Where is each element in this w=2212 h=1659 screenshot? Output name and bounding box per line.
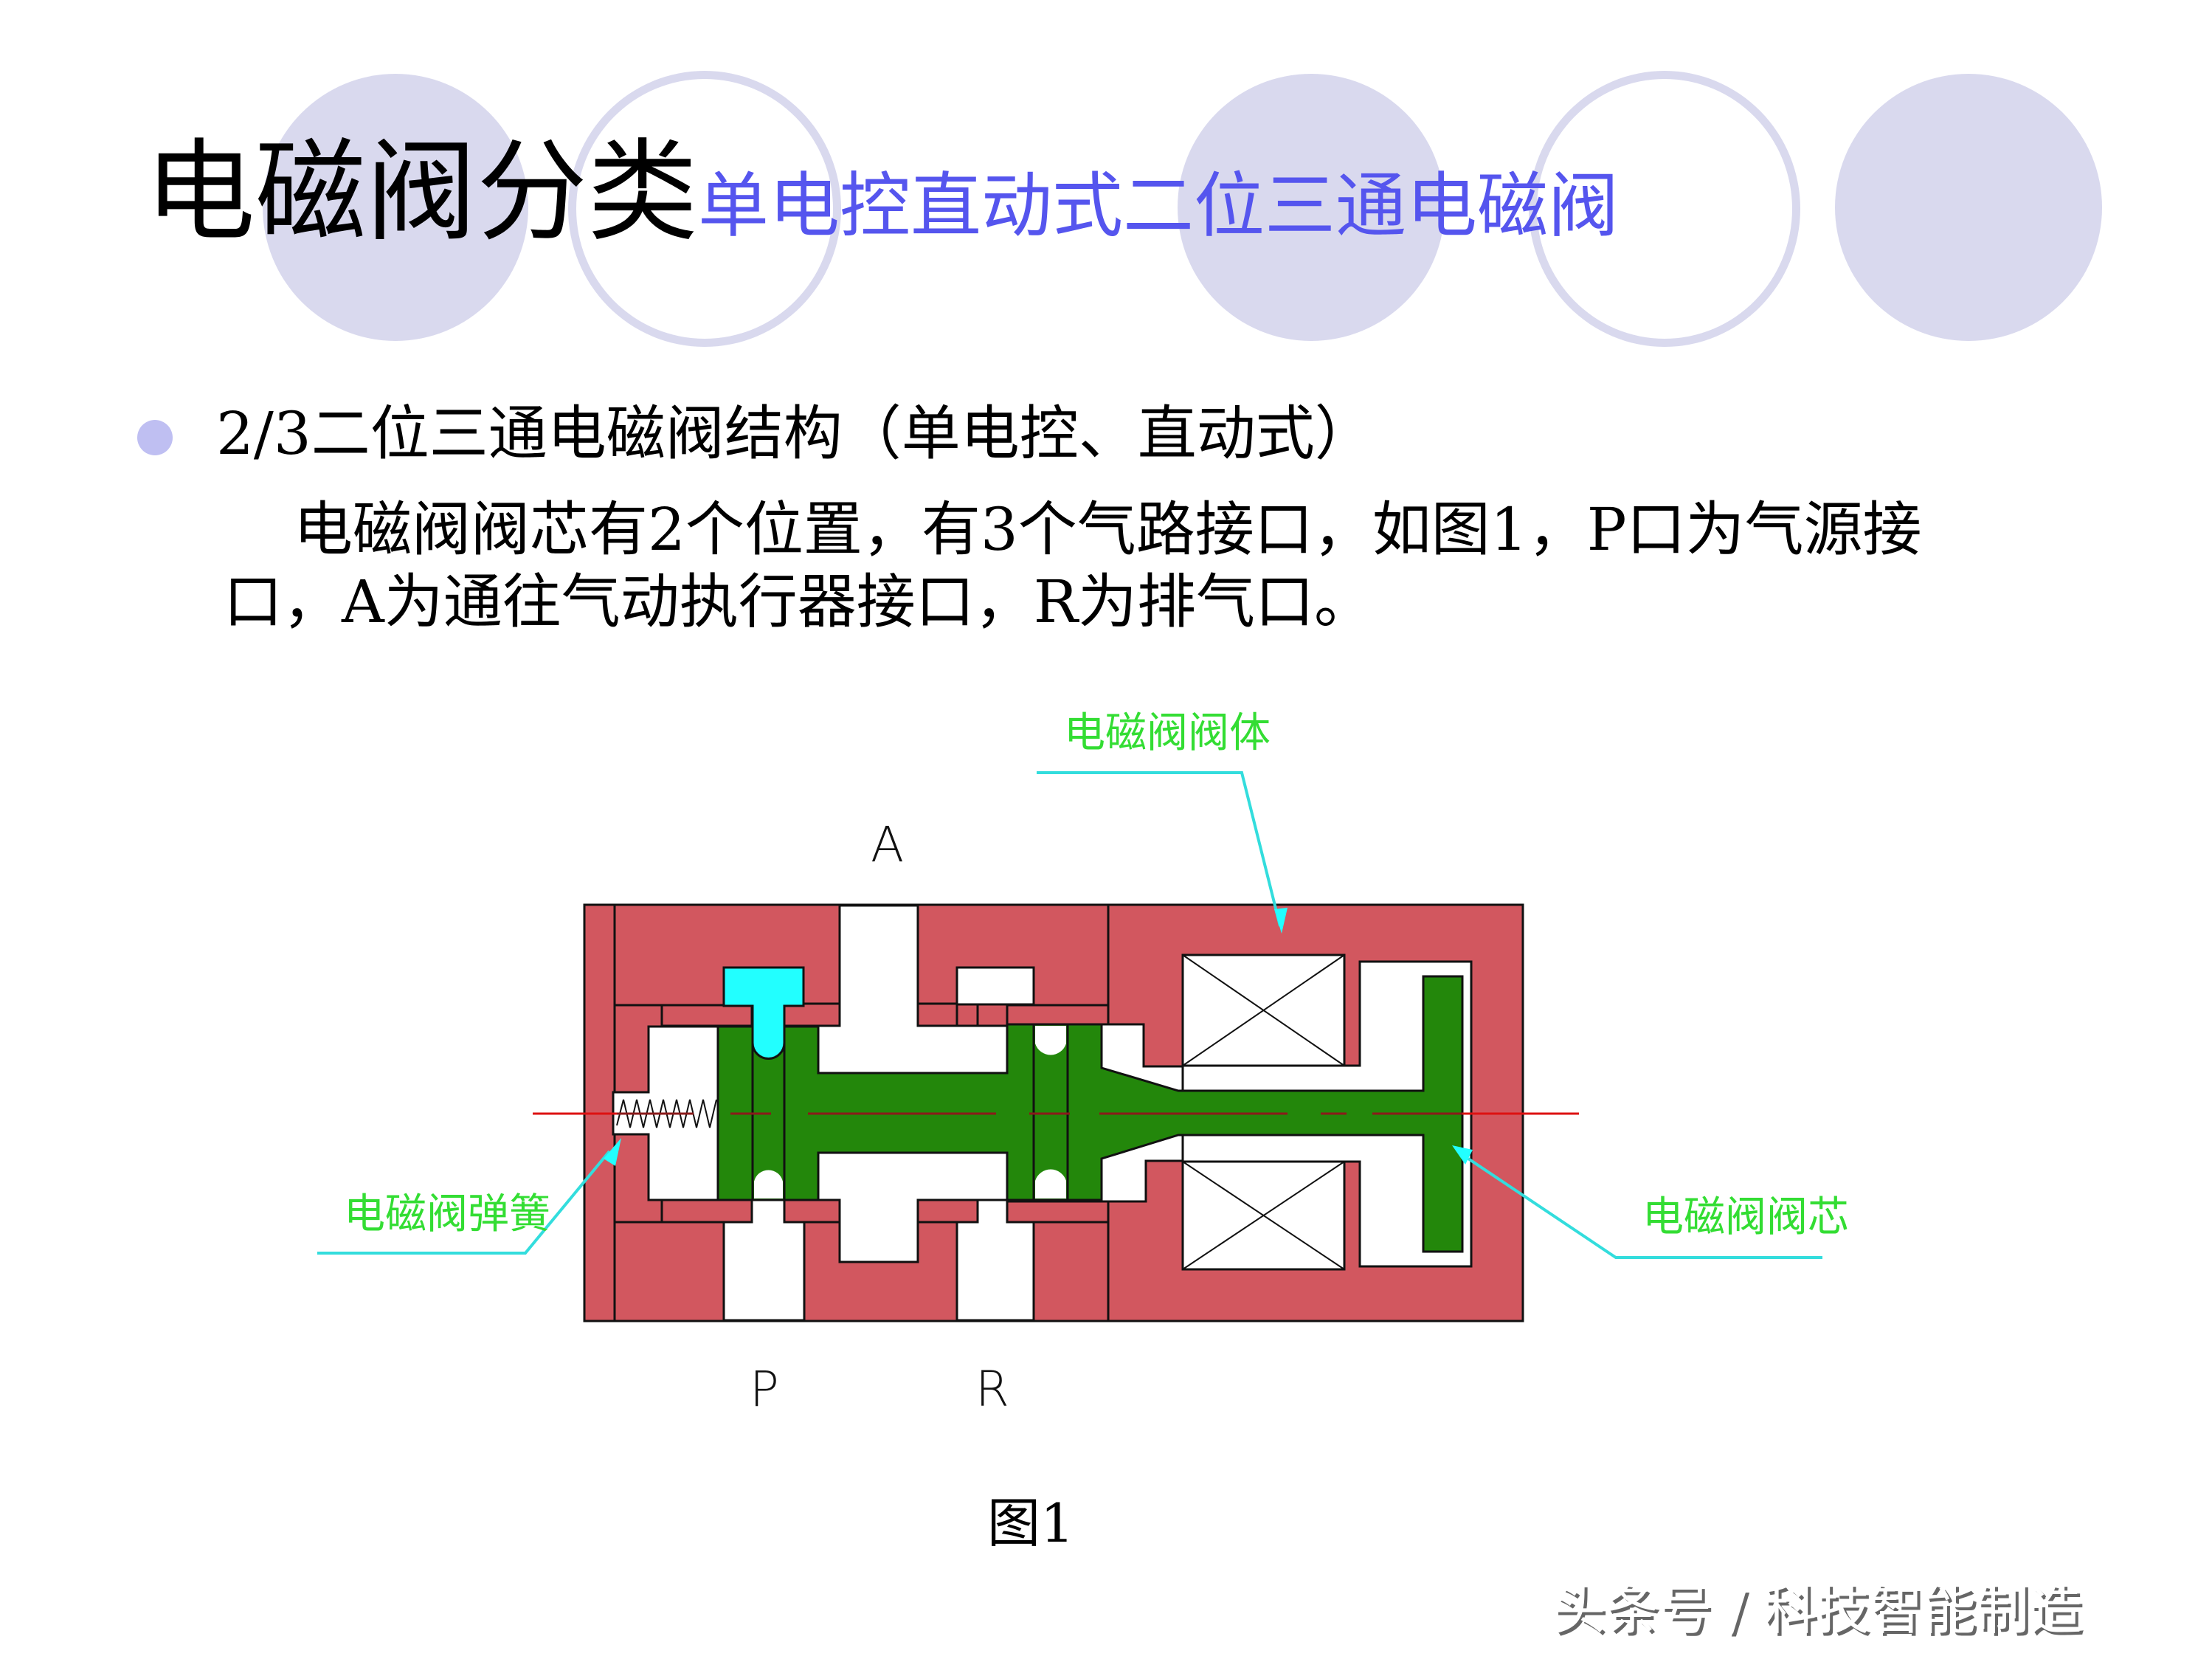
callout-valve-body: 电磁阀阀体 — [1064, 709, 1271, 757]
bullet-dot-icon — [137, 420, 173, 455]
bullet-heading: 2/3二位三通电磁阀结构（单电控、直动式） — [216, 399, 1374, 468]
leader-core — [1467, 1157, 1822, 1259]
slide-title: 电磁阀分类单电控直动式二位三通电磁阀 — [145, 137, 1619, 248]
arrow-body-icon — [1274, 908, 1288, 934]
decor-circle-filled-3 — [1178, 74, 1445, 341]
figure-caption: 图1 — [987, 1492, 1074, 1554]
decor-circle-filled-5 — [1835, 74, 2102, 341]
callout-core: 电磁阀阀芯 — [1642, 1193, 1849, 1241]
leader-body — [1037, 771, 1282, 927]
coil-upper-icon — [1181, 953, 1346, 1067]
body-text-line-2: 口，A为通往气动执行器接口，R为排气口。 — [224, 568, 1374, 636]
body-text-line-1: 电磁阀阀芯有2个位置，有3个气路接口，如图1，P口为气源接 — [294, 495, 1922, 564]
spool — [716, 975, 1464, 1253]
decor-circle-ring-4 — [1529, 71, 1800, 347]
title-main: 电磁阀分类 — [145, 128, 699, 257]
callout-spring: 电磁阀弹簧 — [344, 1190, 550, 1238]
seal-plug — [722, 966, 805, 1060]
arrow-spring-icon — [604, 1138, 621, 1166]
coil-lower-icon — [1181, 1160, 1346, 1271]
title-subtitle: 单电控直动式二位三通电磁阀 — [698, 165, 1620, 247]
watermark: 头条号 / 科技智能制造 — [1552, 1579, 2083, 1641]
port-label-r: R — [975, 1361, 1009, 1418]
port-label-a: A — [871, 816, 905, 873]
leader-spring — [317, 1150, 611, 1255]
decor-circle-ring-2 — [568, 71, 841, 347]
decor-circle-filled-1 — [263, 74, 528, 341]
arrow-core-icon — [1452, 1145, 1473, 1165]
port-label-p: P — [750, 1361, 779, 1418]
